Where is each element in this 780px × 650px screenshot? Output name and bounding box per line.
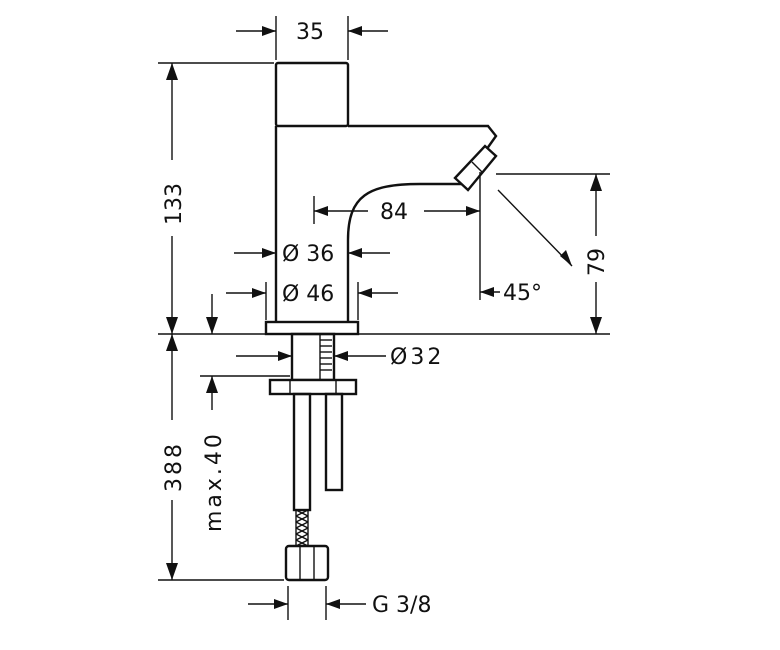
faucet-cap	[274, 61, 350, 128]
label-connection: G 3/8	[372, 593, 431, 618]
dim-diameter-36: Ø 36	[234, 242, 390, 267]
under-deck-assembly	[268, 332, 358, 582]
dim-shank-diameter: Ø32	[236, 345, 444, 370]
label-below-deck: 388	[162, 441, 187, 492]
dim-connection: G 3/8	[248, 586, 431, 620]
label-diameter-46: Ø 46	[282, 282, 334, 307]
connection-nut	[284, 544, 330, 582]
label-top-width: 35	[296, 20, 324, 45]
dim-angle: 45°	[480, 189, 573, 306]
label-spout-reach: 84	[380, 200, 408, 225]
threaded-shank	[290, 332, 336, 382]
dim-total-height: 133	[158, 62, 274, 334]
base-plate	[264, 320, 360, 336]
dim-spout-height: 79	[496, 173, 610, 334]
label-max-deck: max.40	[202, 431, 227, 532]
mounting-nut	[268, 378, 358, 396]
aerator	[453, 144, 498, 192]
dim-top-width: 35	[236, 16, 388, 60]
label-spout-height: 79	[585, 248, 610, 276]
label-diameter-36: Ø 36	[282, 242, 334, 267]
supply-hose-return	[324, 392, 344, 492]
dim-spout-reach: 84	[313, 172, 481, 300]
supply-hose	[292, 392, 312, 512]
dim-below-deck: 388	[158, 334, 284, 581]
deck-thickness-arrow	[206, 294, 218, 334]
label-shank-diameter: Ø32	[390, 345, 444, 370]
label-angle: 45°	[503, 281, 542, 306]
faucet-body	[264, 61, 498, 336]
label-total-height: 133	[162, 183, 187, 225]
dim-diameter-46: Ø 46	[226, 282, 398, 320]
dim-max-deck: max.40	[200, 375, 290, 532]
